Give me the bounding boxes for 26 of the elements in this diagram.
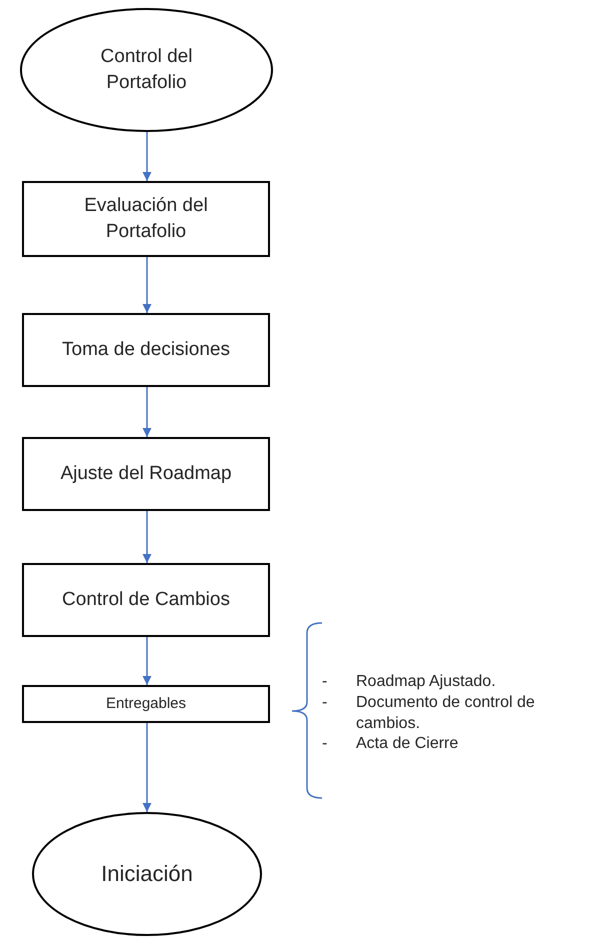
list-dash: -: [322, 672, 328, 692]
node-label: Control de Cambios: [61, 588, 231, 612]
arrow: [142, 387, 152, 437]
node-label: Toma de decisiones: [61, 338, 231, 362]
node-label: Ajuste del Roadmap: [59, 462, 233, 486]
deliverable-item: Documento de control de cambios.: [356, 692, 536, 734]
list-dash: -: [322, 692, 328, 713]
arrow: [142, 132, 152, 181]
deliverable-item: Roadmap Ajustado.: [356, 672, 496, 692]
process-box: [22, 313, 270, 387]
deliverable-item: Acta de Cierre: [356, 734, 458, 754]
process-box: [22, 563, 270, 637]
process-box: [22, 685, 270, 723]
arrow: [142, 637, 152, 685]
node-label: Evaluación del Portafolio: [83, 194, 209, 244]
node-label: Control del Portafolio: [100, 45, 194, 95]
terminal-ellipse: [20, 8, 273, 132]
process-box: [22, 437, 270, 511]
arrow: [142, 257, 152, 313]
node-label: Entregables: [104, 694, 188, 714]
list-dash: -: [322, 734, 328, 754]
arrow: [142, 511, 152, 563]
terminal-ellipse: [32, 812, 262, 936]
arrow: [142, 723, 152, 812]
process-box: [22, 181, 270, 257]
node-label: Iniciación: [100, 860, 194, 888]
